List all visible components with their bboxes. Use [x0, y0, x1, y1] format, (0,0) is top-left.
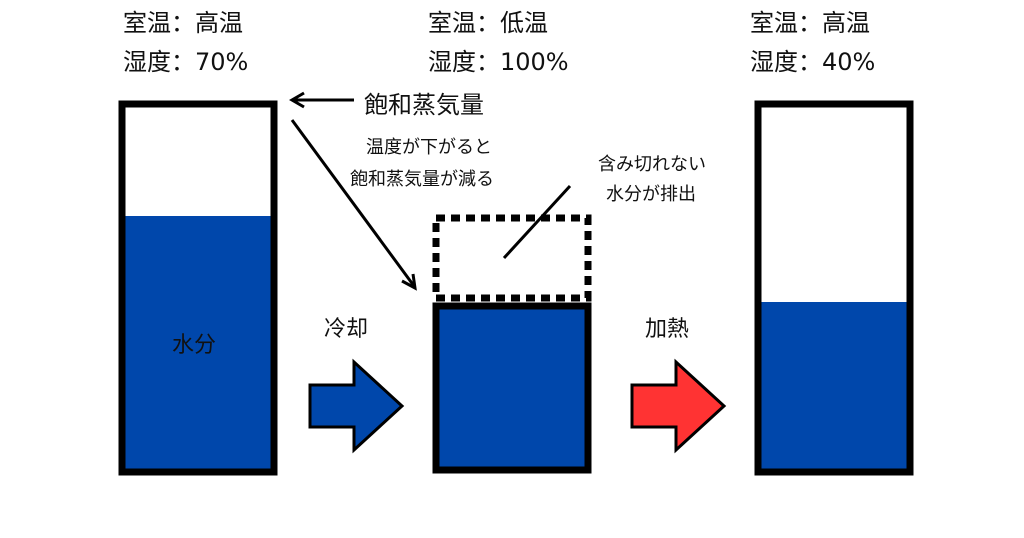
excess-caption-line1: 含み切れない — [598, 154, 706, 175]
state3-humidity: 湿度：40% — [750, 48, 876, 76]
saturation-label: 飽和蒸気量 — [364, 91, 484, 119]
state3-temp: 室温：高温 — [750, 9, 870, 37]
water-fill-1 — [124, 216, 272, 470]
container-3 — [754, 100, 914, 476]
dotted-excess-box — [432, 214, 592, 302]
container-1 — [118, 100, 278, 476]
container-outline-1 — [118, 100, 278, 476]
container-outline-3 — [754, 100, 914, 476]
heat-arrow-icon — [630, 358, 727, 454]
excess-pointer-line — [502, 184, 572, 260]
excess-caption-line2: 水分が排出 — [606, 184, 696, 205]
water-fill-3 — [760, 302, 908, 470]
state2-humidity: 湿度：100% — [428, 48, 569, 76]
state2-temp: 室温：低温 — [428, 9, 548, 37]
cool-label: 冷却 — [324, 317, 369, 342]
decrease-caption-line2: 飽和蒸気量が減る — [350, 169, 494, 190]
container-2 — [432, 214, 592, 474]
decrease-pointer-arrow — [290, 119, 417, 291]
water-fill-2 — [432, 302, 592, 474]
heat-label: 加熱 — [645, 317, 690, 342]
state1-temp: 室温：高温 — [123, 9, 243, 37]
decrease-caption-line1: 温度が下がると — [366, 137, 492, 158]
saturation-pointer-arrow — [289, 91, 354, 109]
state1-humidity: 湿度：70% — [123, 48, 249, 76]
cool-arrow-icon — [308, 358, 405, 454]
water-label: 水分 — [172, 333, 217, 358]
